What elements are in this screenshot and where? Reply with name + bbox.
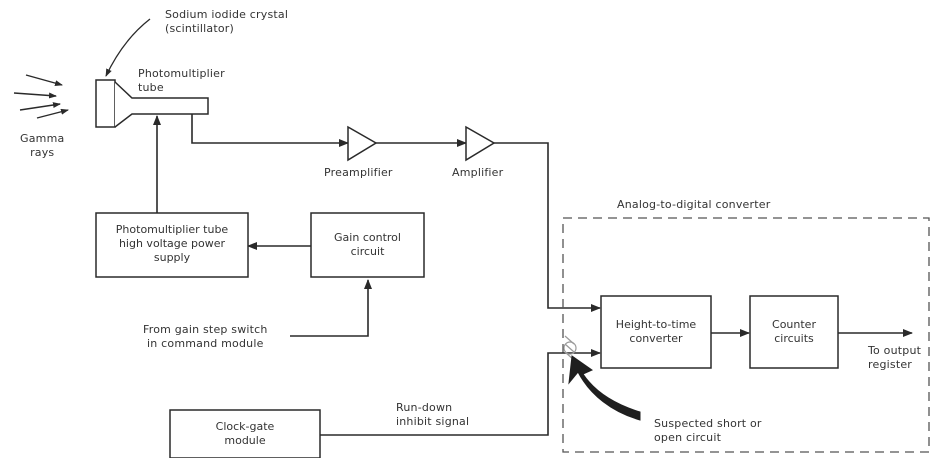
gamma-ray-arrows [13,74,69,119]
clock-gate-box [169,409,321,458]
signal-line-amp-to-converter [494,142,601,312]
hv-supply-text: Photomultiplier tube high voltage power … [115,223,229,264]
gain-step-switch-label: From gain step switch in command module [143,323,268,350]
amplifier-label: Amplifier [452,166,504,179]
height-to-time-text: Height-to-time converter [615,318,697,345]
gain-control-text: Gain control circuit [334,231,401,258]
gamma-rays-label: Gamma rays [20,132,65,159]
fault-location-marks [563,335,577,361]
sodium-iodide-label: Sodium iodide crystal (scintillator) [165,8,289,35]
to-output-register-label: To output register [868,344,922,371]
preamplifier-label: Preamplifier [324,166,393,179]
clock-gate-text: Clock-gate module [215,420,275,447]
suspected-fault-arrow [568,355,641,421]
rundown-inhibit-label: Run-down inhibit signal [396,401,470,428]
adc-label: Analog-to-digital converter [617,198,771,211]
counter-box [749,295,839,369]
signal-line-pmt-to-preamp [191,114,349,147]
amplifier-symbol [465,125,496,162]
photomultiplier-tube [95,79,209,128]
photomultiplier-label: Photomultiplier tube [138,67,225,94]
preamplifier-symbol [347,125,378,162]
gain-control-box [310,212,425,278]
adc-boundary [562,217,930,453]
counter-text: Counter circuits [772,318,816,345]
gain-step-line [290,279,372,337]
crystal-leader-line [105,18,151,77]
hv-supply-box [95,212,249,278]
suspected-fault-label: Suspected short or open circuit [654,417,762,444]
height-to-time-box [600,295,712,369]
